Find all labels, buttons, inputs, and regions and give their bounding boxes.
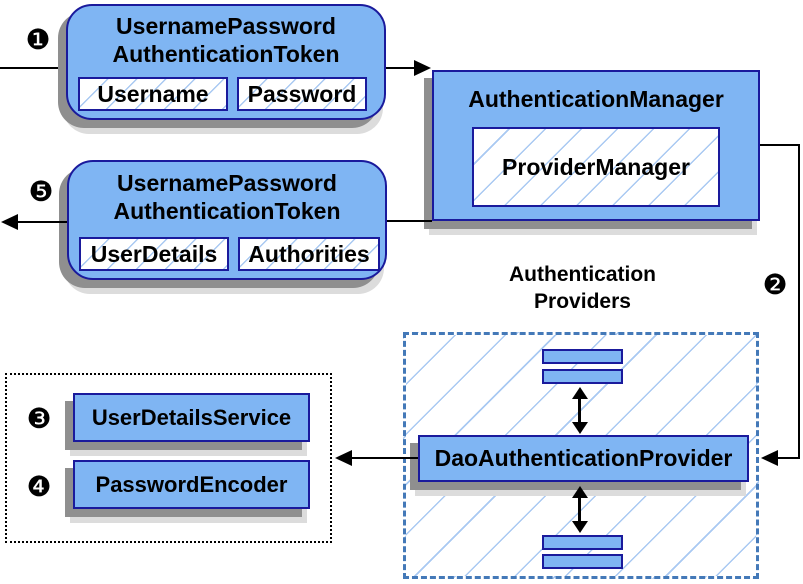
provider-bar-top-2 — [542, 369, 623, 384]
connector-step1-line — [0, 67, 66, 69]
arrowhead-result-out — [1, 214, 18, 230]
connector-providers-bottom — [578, 496, 581, 524]
arrowhead-request-to-manager — [414, 60, 431, 76]
node-dao-authentication-provider: DaoAuthenticationProvider — [418, 435, 749, 482]
result-token-title-line2: AuthenticationToken — [113, 198, 341, 224]
providers-label-line2: Providers — [534, 290, 631, 313]
provider-bar-bottom-2 — [542, 554, 623, 569]
providers-label-line1: Authentication — [509, 263, 656, 286]
request-token-title: UsernamePassword AuthenticationToken — [68, 12, 384, 68]
node-password-encoder: PasswordEncoder — [73, 460, 310, 509]
arrowhead-manager-to-dao — [761, 450, 778, 466]
connector-providers-top — [578, 397, 581, 425]
badge-step2: ❷ — [762, 268, 788, 301]
arrowhead-providers-up-top — [572, 387, 588, 399]
node-authentication-manager: AuthenticationManager ProviderManager — [432, 70, 760, 221]
connector-manager-right-v — [798, 144, 800, 458]
arrowhead-dao-to-beans — [335, 450, 352, 466]
badge-step4: ❹ — [26, 470, 52, 503]
box-beans — [5, 373, 332, 543]
badge-step5: ❺ — [28, 175, 54, 208]
node-request-token: UsernamePassword AuthenticationToken Use… — [66, 4, 386, 120]
field-authorities: Authorities — [238, 237, 380, 271]
node-result-token: UsernamePassword AuthenticationToken Use… — [67, 160, 387, 280]
arrowhead-providers-up-bottom — [572, 486, 588, 498]
connector-manager-to-result — [385, 220, 432, 222]
node-provider-manager: ProviderManager — [472, 127, 720, 207]
authentication-manager-title: AuthenticationManager — [468, 86, 724, 112]
request-token-title-line1: UsernamePassword — [116, 13, 336, 39]
badge-step1: ❶ — [25, 23, 51, 56]
field-password: Password — [237, 77, 367, 111]
connector-dao-to-beans-line — [350, 457, 418, 459]
connector-request-to-manager-line — [386, 67, 416, 69]
provider-bar-top-1 — [542, 349, 623, 364]
result-token-title-line1: UsernamePassword — [117, 170, 337, 196]
node-user-details-service: UserDetailsService — [73, 393, 310, 442]
badge-step3: ❸ — [26, 402, 52, 435]
field-username: Username — [78, 77, 228, 111]
arrowhead-providers-down-top — [572, 422, 588, 434]
label-authentication-providers: Authentication Providers — [460, 261, 705, 315]
request-token-title-line2: AuthenticationToken — [112, 41, 340, 67]
provider-bar-bottom-1 — [542, 535, 623, 550]
connector-manager-to-dao-h — [778, 457, 800, 459]
field-userdetails: UserDetails — [79, 237, 229, 271]
connector-manager-right-h — [760, 144, 800, 146]
arrowhead-providers-down-bottom — [572, 521, 588, 533]
result-token-title: UsernamePassword AuthenticationToken — [69, 169, 385, 225]
connector-result-out-line — [15, 221, 67, 223]
